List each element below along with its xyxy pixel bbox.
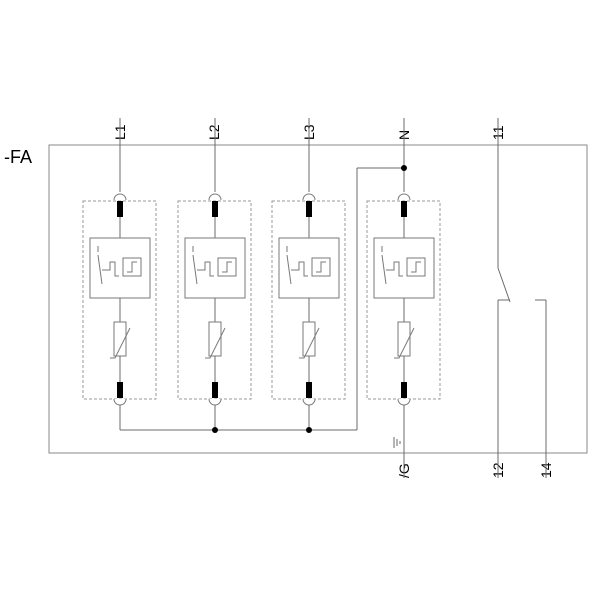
fuse-icon [306, 201, 312, 217]
thermal-step-glyph [222, 261, 232, 273]
earth-ground-icon [393, 437, 401, 448]
terminal-arc-top-n [397, 193, 411, 201]
thermal-step-glyph [411, 261, 421, 273]
fuse-icon [117, 201, 123, 217]
thermal-trip-glyph [97, 246, 119, 285]
terminal-arc-top-l2 [208, 193, 222, 201]
thermal-step-glyph [127, 261, 137, 273]
protection-modules [82, 118, 441, 478]
bus-junction-dot-l3 [306, 427, 312, 433]
terminal-arc-bottom-n [397, 398, 411, 406]
fuse-icon [306, 382, 312, 398]
device-label: -FA [4, 147, 32, 167]
thermal-trip-glyph [286, 246, 308, 285]
terminal-arc-bottom-l1 [113, 398, 127, 406]
thermal-sensor-glyph [406, 257, 426, 277]
terminal-arc-top-l1 [113, 193, 127, 201]
varistor-slash-glyph [205, 327, 226, 359]
terminal-label-l2: L2 [206, 124, 222, 140]
terminal-arc-bottom-l2 [208, 398, 222, 406]
varistor-slash-glyph [394, 327, 415, 359]
fuse-icon [212, 382, 218, 398]
fuse-icon [401, 382, 407, 398]
varistor-slash-glyph [110, 327, 131, 359]
signal-contact [497, 118, 547, 478]
device-frame [48, 144, 588, 454]
thermal-trip-glyph [381, 246, 403, 285]
thermal-step-glyph [316, 261, 326, 273]
thermal-trip-glyph [192, 246, 214, 285]
thermal-sensor-glyph [311, 257, 331, 277]
terminal-arc-top-l3 [302, 193, 316, 201]
varistor-slash-glyph [299, 327, 320, 359]
thermal-sensor-glyph [217, 257, 237, 277]
fuse-icon [117, 382, 123, 398]
thermal-sensor-glyph [122, 257, 142, 277]
bus-junction-dot-l2 [212, 427, 218, 433]
neutral-junction-dot [401, 165, 407, 171]
terminal-arc-bottom-l3 [302, 398, 316, 406]
fuse-icon [401, 201, 407, 217]
fuse-icon [212, 201, 218, 217]
